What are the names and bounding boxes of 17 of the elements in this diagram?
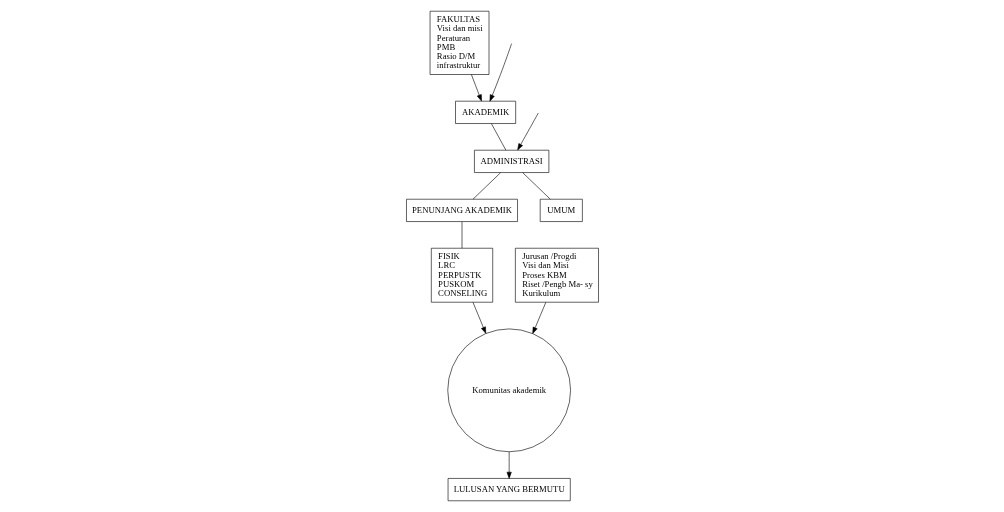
arrow [470, 74, 482, 102]
connector [472, 172, 501, 200]
node-box: FAKULTAS Visi dan misi Peraturan PMB Rasio D/M infrastruktur [429, 10, 489, 75]
arrow [516, 112, 539, 151]
node-box: UMUM [539, 198, 583, 222]
arrow [506, 451, 512, 479]
node-box: AKADEMIK [454, 100, 516, 124]
arrow [472, 301, 486, 334]
node-box: FISIK LRC PERPUSTK PUSKOM CONSELING [430, 247, 493, 303]
node-box: LULUSAN YANG BERMUTU [447, 478, 571, 502]
arrow [531, 301, 546, 334]
arrow [489, 43, 512, 102]
connector [490, 123, 506, 151]
node-box: PENUNJANG AKADEMIK [405, 198, 518, 222]
connector [521, 172, 551, 200]
node-box: ADMINISTRASI [473, 149, 549, 173]
node-box: Jurusan /Progdi Visi dan Misi Proses KBM Riset /Pengb Ma- sy Kurikulum [514, 247, 599, 303]
